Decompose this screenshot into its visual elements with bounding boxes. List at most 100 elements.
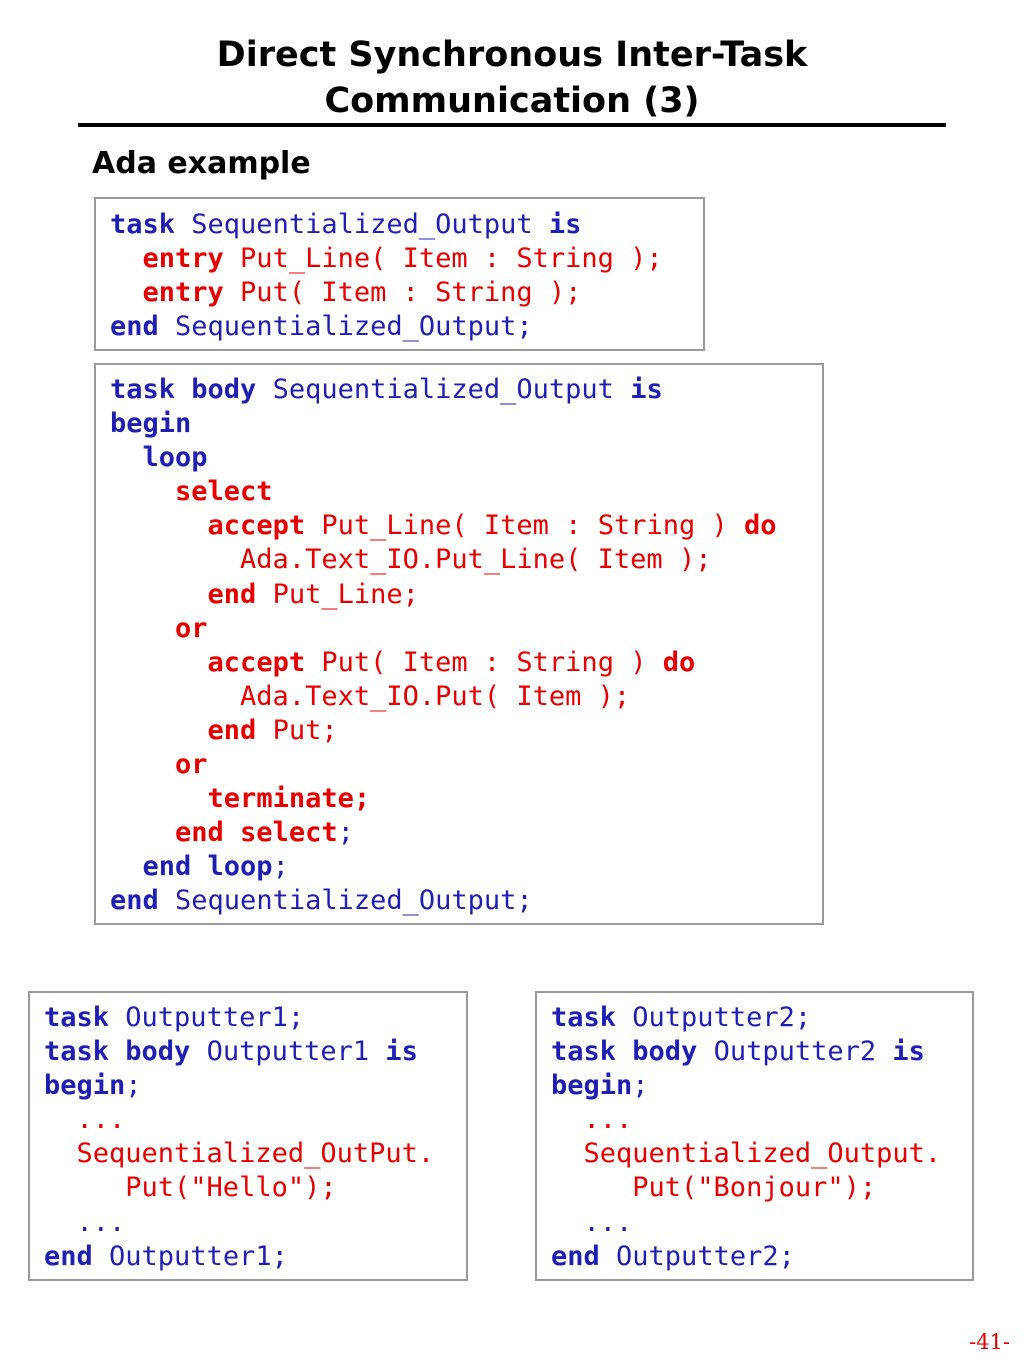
code-line: task Outputter2; bbox=[551, 1001, 972, 1035]
code-line: task Outputter1; bbox=[44, 1001, 466, 1035]
code-line: ... bbox=[551, 1206, 972, 1240]
code-text: Put( Item : String ); bbox=[223, 277, 582, 309]
code-line: Ada.Text_IO.Put_Line( Item ); bbox=[110, 543, 822, 577]
code-keyword: end bbox=[110, 885, 159, 917]
code-line: Sequentialized_OutPut. bbox=[44, 1137, 466, 1171]
code-line: end Put; bbox=[110, 714, 822, 748]
code-text: Put("Bonjour"); bbox=[551, 1172, 877, 1204]
code-line: or bbox=[110, 748, 822, 782]
code-line: end loop; bbox=[110, 850, 822, 884]
code-line: ... bbox=[44, 1103, 466, 1137]
code-text: ... bbox=[551, 1206, 633, 1238]
code-text: Put( Item : String ) bbox=[305, 646, 663, 678]
code-keyword: do bbox=[744, 510, 777, 542]
code-text bbox=[110, 243, 143, 274]
code-line: end Outputter1; bbox=[44, 1240, 466, 1274]
code-line: begin; bbox=[551, 1069, 972, 1103]
code-keyword: terminate; bbox=[207, 783, 371, 815]
code-keyword: entry bbox=[142, 243, 224, 275]
code-text: Outputter1; bbox=[109, 1002, 305, 1033]
code-line: end Put_Line; bbox=[110, 578, 822, 612]
code-text bbox=[110, 476, 175, 507]
code-keyword: end bbox=[44, 1240, 93, 1272]
code-text: Put; bbox=[256, 714, 338, 746]
code-line: end Outputter2; bbox=[551, 1240, 972, 1274]
code-text: Sequentialized_Output bbox=[175, 209, 549, 240]
code-text: Ada.Text_IO.Put( Item ); bbox=[110, 680, 631, 712]
code-keyword: end bbox=[110, 311, 159, 343]
code-keyword: accept bbox=[207, 646, 306, 678]
code-text bbox=[110, 817, 175, 848]
code-keyword: is bbox=[630, 374, 663, 405]
title-line-2: Communication (3) bbox=[324, 81, 700, 121]
title-line-1: Direct Synchronous Inter-Task bbox=[216, 35, 808, 75]
code-text: Outputter2; bbox=[616, 1002, 812, 1033]
code-keyword: is bbox=[892, 1036, 925, 1068]
code-line: accept Put_Line( Item : String ) do bbox=[110, 509, 822, 543]
code-text: ; bbox=[632, 1070, 649, 1102]
code-line: task body Sequentialized_Output is bbox=[110, 373, 822, 407]
code-keyword: end select bbox=[175, 817, 338, 849]
code-keyword: is bbox=[385, 1036, 418, 1068]
code-line: task Sequentialized_Output is bbox=[110, 208, 703, 242]
code-text: Outputter2; bbox=[599, 1240, 795, 1272]
code-text bbox=[110, 783, 208, 814]
code-text: Put_Line( Item : String ) bbox=[305, 510, 744, 542]
code-text: Outputter1 bbox=[190, 1036, 386, 1068]
code-line: end select; bbox=[110, 816, 822, 850]
code-line: entry Put_Line( Item : String ); bbox=[110, 242, 703, 276]
code-line: terminate; bbox=[110, 782, 822, 816]
slide-title: Direct Synchronous Inter-Task Communicat… bbox=[0, 32, 1024, 124]
code-line: Put("Bonjour"); bbox=[551, 1171, 972, 1205]
code-text bbox=[110, 613, 175, 644]
code-text bbox=[110, 579, 208, 610]
code-keyword: end loop bbox=[142, 851, 273, 883]
code-line: or bbox=[110, 612, 822, 646]
code-keyword: task bbox=[551, 1002, 617, 1033]
code-line: accept Put( Item : String ) do bbox=[110, 646, 822, 680]
code-keyword: or bbox=[175, 749, 208, 781]
code-keyword: loop bbox=[142, 442, 208, 474]
code-keyword: select bbox=[175, 476, 273, 508]
code-keyword: task body bbox=[44, 1036, 191, 1068]
code-keyword: begin bbox=[110, 408, 192, 440]
code-text: Put("Hello"); bbox=[44, 1172, 337, 1204]
code-line: task body Outputter2 is bbox=[551, 1035, 972, 1069]
code-keyword: accept bbox=[207, 510, 306, 542]
code-line: begin bbox=[110, 407, 822, 441]
code-line: ... bbox=[551, 1103, 972, 1137]
code-text: Put_Line; bbox=[256, 578, 419, 610]
code-keyword: entry bbox=[142, 277, 224, 309]
code-text: Sequentialized_Output; bbox=[158, 885, 533, 917]
code-text: Outputter2 bbox=[697, 1036, 893, 1068]
code-line: task body Outputter1 is bbox=[44, 1035, 466, 1069]
code-text bbox=[110, 851, 143, 882]
code-text: Ada.Text_IO.Put_Line( Item ); bbox=[110, 544, 712, 576]
code-text: Put_Line( Item : String ); bbox=[223, 243, 663, 275]
code-line: entry Put( Item : String ); bbox=[110, 276, 703, 310]
code-line: select bbox=[110, 475, 822, 509]
code-keyword: begin bbox=[551, 1070, 633, 1102]
code-line: ... bbox=[44, 1206, 466, 1240]
code-line: end Sequentialized_Output; bbox=[110, 884, 822, 918]
code-line: loop bbox=[110, 441, 822, 475]
code-keyword: task bbox=[110, 209, 176, 240]
title-divider bbox=[78, 123, 946, 127]
code-keyword: task bbox=[44, 1002, 110, 1033]
code-text: ... bbox=[44, 1104, 126, 1136]
code-keyword: or bbox=[175, 612, 208, 644]
code-keyword: is bbox=[548, 209, 582, 240]
code-text bbox=[110, 442, 143, 473]
code-keyword: task body bbox=[551, 1036, 698, 1068]
code-text bbox=[110, 715, 208, 746]
code-keyword: begin bbox=[44, 1070, 126, 1102]
code-keyword: task body bbox=[110, 374, 257, 405]
code-line: Put("Hello"); bbox=[44, 1171, 466, 1205]
code-text bbox=[110, 647, 208, 678]
section-heading: Ada example bbox=[92, 146, 311, 181]
code-line: Sequentialized_Output. bbox=[551, 1137, 972, 1171]
task-spec-code-box: task Sequentialized_Output is entry Put_… bbox=[94, 197, 705, 351]
code-text: Sequentialized_Output. bbox=[551, 1138, 942, 1170]
